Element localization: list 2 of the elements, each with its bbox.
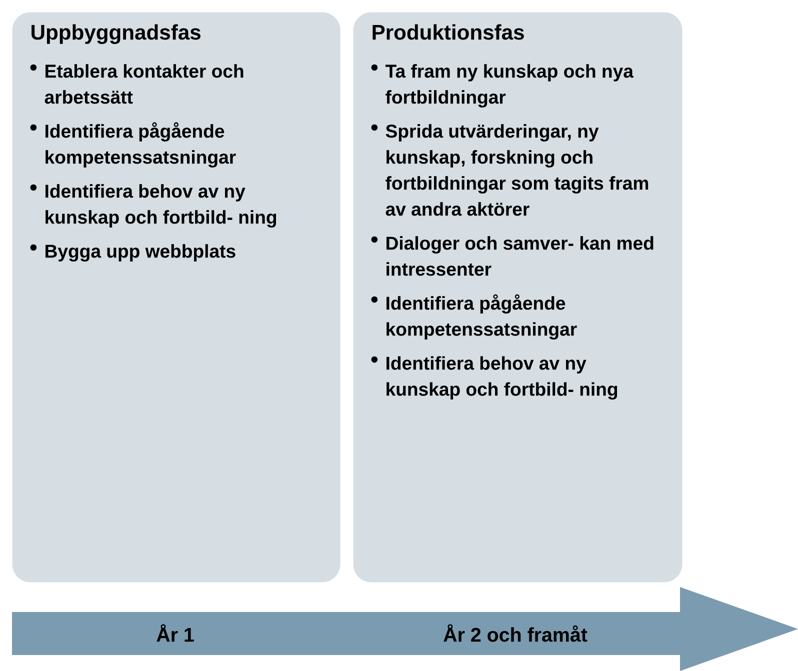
- phase-panel: Produktionsfas Ta fram ny kunskap och nya fortbildningar Sprida utvärderingar, ny kunskap, forskning och fortbildningar som tagits fram av andra aktörer Dialoger och samver- kan med intressenter Identifiera pågående kompetenssatsningar Identifiera behov av ny kunskap och fortbild- ning: [353, 12, 682, 582]
- phase-panel: Uppbyggnadsfas Etablera kontakter och arbetssätt Identifiera pågående kompetenssatsningar Identifiera behov av ny kunskap och fortbild- ning Bygga upp webbplats: [12, 12, 340, 582]
